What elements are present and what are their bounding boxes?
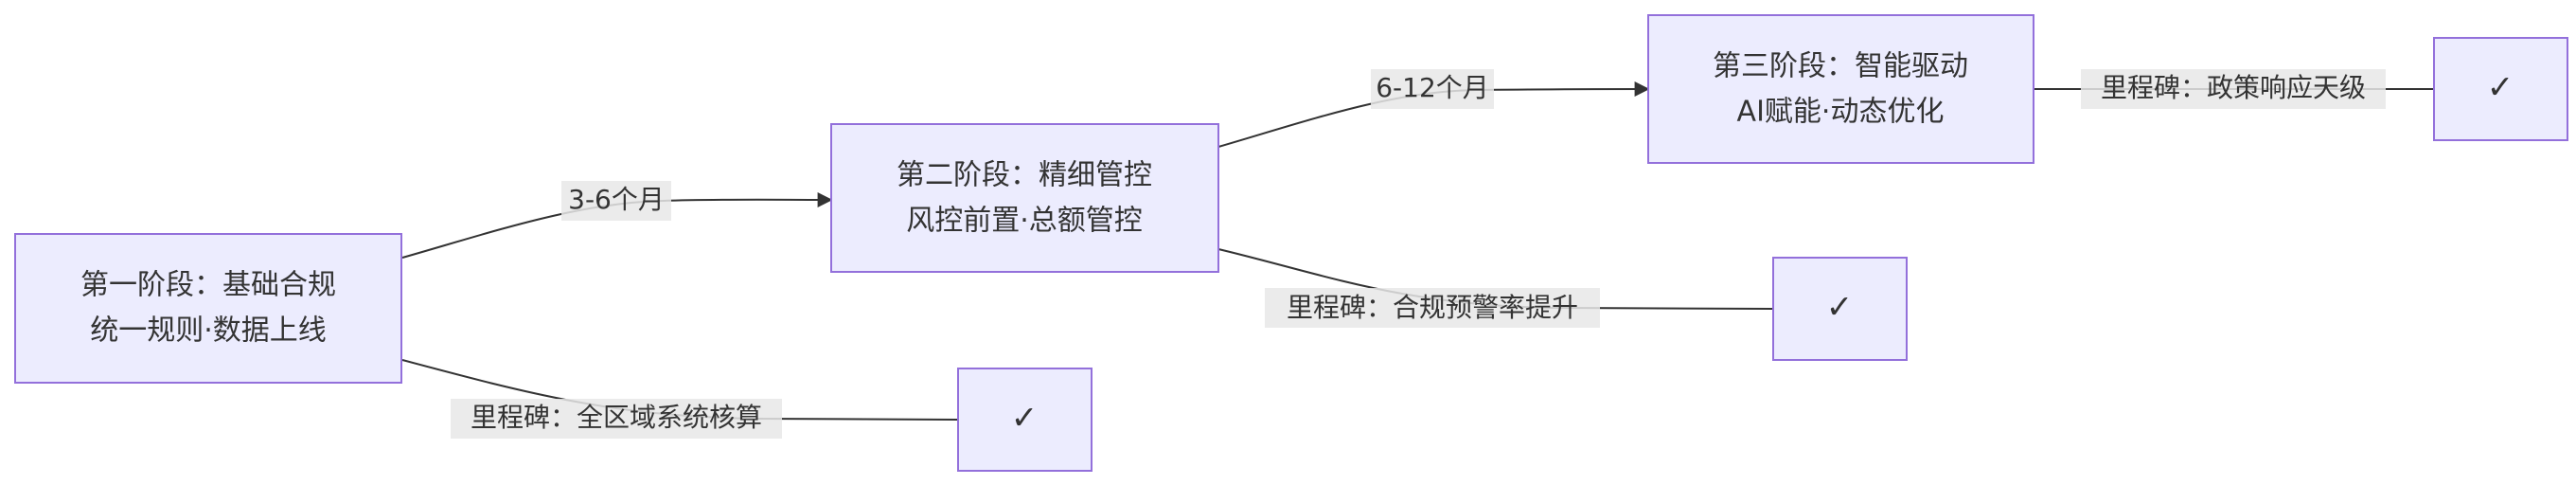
stage-node-1: 第一阶段：基础合规 统一规则·数据上线 bbox=[14, 233, 402, 384]
transition-label-1-text: 3-6个月 bbox=[568, 184, 665, 215]
milestone-node-2: ✓ bbox=[1772, 257, 1908, 361]
transition-label-2: 6-12个月 bbox=[1371, 69, 1494, 109]
milestone-label-3: 里程碑：政策响应天级 bbox=[2081, 69, 2386, 109]
stage-node-3: 第三阶段：智能驱动 AI赋能·动态优化 bbox=[1647, 14, 2034, 164]
milestone-label-2-text: 里程碑：合规预警率提升 bbox=[1287, 292, 1578, 323]
milestone-label-3-text: 里程碑：政策响应天级 bbox=[2101, 72, 2366, 103]
check-icon: ✓ bbox=[1826, 289, 1854, 327]
milestone-label-1-text: 里程碑：全区域系统核算 bbox=[471, 402, 762, 433]
transition-label-2-text: 6-12个月 bbox=[1376, 72, 1489, 103]
stage-node-2-line2: 风控前置·总额管控 bbox=[906, 205, 1143, 238]
stage-node-2-line1: 第二阶段：精细管控 bbox=[897, 159, 1152, 192]
stage-node-1-line2: 统一规则·数据上线 bbox=[90, 314, 327, 348]
stage-node-2: 第二阶段：精细管控 风控前置·总额管控 bbox=[830, 123, 1219, 273]
check-icon: ✓ bbox=[2487, 69, 2514, 107]
milestone-label-1: 里程碑：全区域系统核算 bbox=[451, 399, 782, 439]
stage-node-3-line1: 第三阶段：智能驱动 bbox=[1713, 50, 1968, 83]
milestone-node-1: ✓ bbox=[957, 368, 1093, 472]
transition-label-1: 3-6个月 bbox=[561, 181, 671, 221]
check-icon: ✓ bbox=[1011, 400, 1039, 438]
milestone-node-3: ✓ bbox=[2433, 37, 2568, 141]
stage-node-1-line1: 第一阶段：基础合规 bbox=[80, 269, 336, 302]
stage-node-3-line2: AI赋能·动态优化 bbox=[1737, 96, 1945, 129]
milestone-label-2: 里程碑：合规预警率提升 bbox=[1265, 288, 1600, 328]
